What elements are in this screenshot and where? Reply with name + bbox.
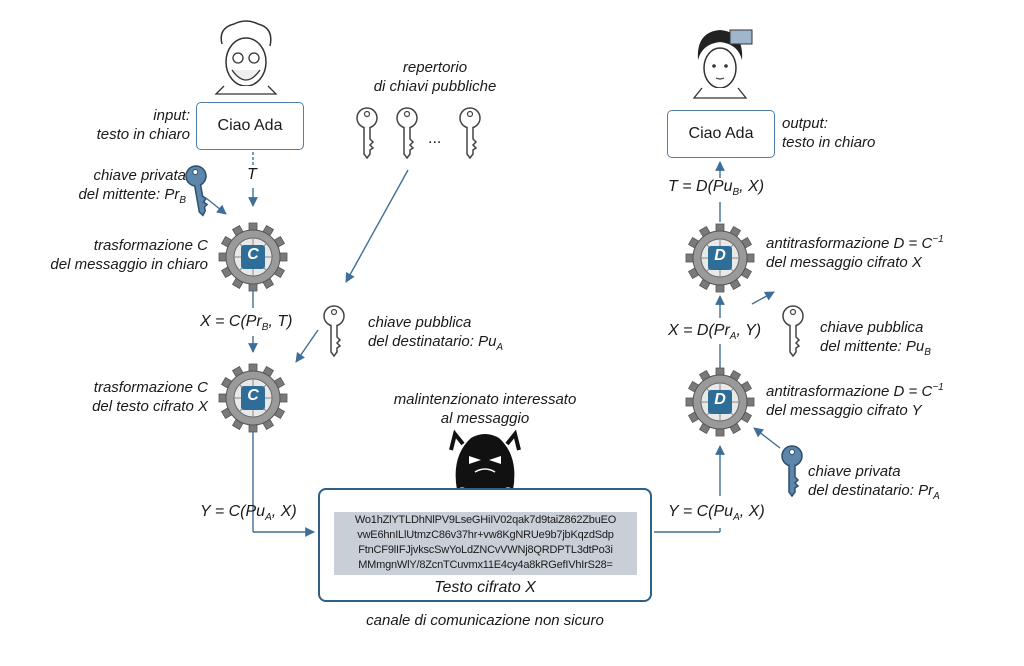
gear-letter-d-2: D [714,391,726,408]
y-formula-receiver-sub: A [733,512,740,524]
antitransform2-label-line-2: del messaggio cifrato Y [766,402,922,419]
recipient-public-key-label-line-2: del destinatario: Pu [368,333,497,350]
x-formula-sender: X = C(PrB, T) [200,313,292,333]
antitransform1-label-line-1: antitrasformazione D = C [766,235,933,252]
x-formula-sender-pre: X = C(Pr [200,313,262,330]
transform1-label-line-1: trasformazione C [93,237,208,254]
sender-public-key-label: chiave pubblica del mittente: PuB [820,318,1000,362]
recipient-public-key-label-line-1: chiave pubblica [368,314,472,331]
t-label: T [247,166,257,183]
transform2-label-line-1: trasformazione C [93,379,208,396]
output-label-line-2: testo in chiaro [782,134,876,151]
receiver-private-key-icon [781,445,803,497]
antitransform1-sup: −1 [932,234,944,245]
x-formula-receiver-pre: X = D(Pr [668,322,730,339]
receiver-private-key-label-line-1: chiave privata [808,463,901,480]
y-formula-receiver: Y = C(PuA, X) [668,503,765,523]
sender-private-key-icon [183,163,214,218]
gear-letter-c-2: C [247,387,259,404]
antitransform2-label: antitrasformazione D = C−1 del messaggio… [766,378,996,420]
receiver-private-key-label: chiave privata del destinatario: PrA [808,462,1008,506]
plaintext-input-box: Ciao Ada [196,102,304,150]
ciphertext-caption: Testo cifrato X [434,579,536,596]
plaintext-output-text: Ciao Ada [688,125,754,142]
attacker-label-line-1: malintenzionato interessato [393,391,577,408]
sender-private-key-sub: B [179,195,186,206]
insecure-channel-box: Wo1hZlYTLDhNlPV9LseGHiIV02qak7d9taiZ862Z… [318,488,652,602]
t-formula-receiver-pre: T = D(Pu [668,178,733,195]
attacker-figure-icon [449,429,521,492]
receiver-avatar [692,29,753,99]
x-formula-receiver-post: , Y) [736,322,762,339]
ciphertext-line-3: FtnCF9lIFJjvkscSwYoLdZNCvVWNj8QRDPTL3dtP… [358,544,613,556]
repository-ellipsis: ... [428,130,442,147]
repository-label-line-2: di chiavi pubbliche [373,78,497,95]
transform1-label: trasformazione C del messaggio in chiaro [4,236,208,274]
x-formula-receiver: X = D(PrA, Y) [668,322,761,342]
channel-footer: canale di comunicazione non sicuro [366,612,604,629]
output-label: output: testo in chiaro [782,114,912,152]
y-formula-sender-post: , X) [271,503,297,520]
input-label-line-2: testo in chiaro [96,126,190,143]
plaintext-output-box: Ciao Ada [667,110,775,158]
t-formula-receiver: T = D(PuB, X) [668,178,764,198]
gear-letter-c-1: C [247,246,259,263]
attacker-label: malintenzionato interessato al messaggio [360,390,610,428]
ciphertext-block: Wo1hZlYTLDhNlPV9LseGHiIV02qak7d9taiZ862Z… [334,512,637,575]
receiver-private-key-sub: A [933,491,940,502]
transform2-label-line-2: del testo cifrato X [92,398,208,415]
gear-letter-d-1: D [714,247,726,264]
recipient-public-key-sub: A [496,342,504,353]
sender-avatar [214,20,278,95]
antitransform1-label: antitrasformazione D = C−1 del messaggio… [766,230,996,272]
sender-public-key-sub: B [924,347,931,358]
x-formula-sender-post: , T) [268,313,293,330]
ciphertext-line-2: vwE6hnILlUtmzC86v37hr+vw8KgNRUe9b7jbKqzd… [357,529,614,541]
sender-private-key-label-line-2: del mittente: Pr [78,186,180,203]
ciphertext-line-1: Wo1hZlYTLDhNlPV9LseGHiIV02qak7d9taiZ862Z… [354,514,617,526]
ciphertext-line-4: MMmgnWlY/8ZcnTCuvmx11E4cy4a8kRGefIVhIrS2… [358,559,613,571]
repository-key-icon-2 [396,107,418,159]
repository-label: repertorio di chiavi pubbliche [360,58,510,96]
sender-private-key-label-line-1: chiave privata [93,167,186,184]
recipient-public-key-icon [323,305,345,357]
repository-label-line-1: repertorio [402,59,468,76]
sender-private-key-label: chiave privata del mittente: PrB [10,166,186,210]
antitransform2-label-line-1: antitrasformazione D = C [766,383,933,400]
plaintext-input-text: Ciao Ada [217,117,283,134]
y-formula-sender-pre: Y = C(Pu [200,503,266,520]
output-label-line-1: output: [782,115,828,132]
sender-public-key-label-line-1: chiave pubblica [820,319,924,336]
sender-public-key-label-line-2: del mittente: Pu [820,338,925,355]
repository-key-icon-3 [459,107,481,159]
input-label-line-1: input: [153,107,190,124]
t-formula-receiver-sub: B [732,187,740,199]
repository-key-icon-1 [356,107,378,159]
antitransform2-sup: −1 [932,382,944,393]
antitransform1-label-line-2: del messaggio cifrato X [766,254,922,271]
recipient-public-key-label: chiave pubblica del destinatario: PuA [368,313,568,357]
y-formula-receiver-post: , X) [739,503,765,520]
y-formula-sender: Y = C(PuA, X) [200,503,297,523]
receiver-private-key-label-line-2: del destinatario: Pr [808,482,934,499]
y-formula-receiver-pre: Y = C(Pu [668,503,734,520]
transform2-label: trasformazione C del testo cifrato X [30,378,208,416]
sender-public-key-icon [782,305,804,357]
y-formula-sender-sub: A [265,512,272,524]
input-label: input: testo in chiaro [60,106,190,144]
x-formula-receiver-sub: A [729,331,737,343]
attacker-label-line-2: al messaggio [440,410,530,427]
transform1-label-line-2: del messaggio in chiaro [50,256,208,273]
x-formula-sender-sub: B [261,322,269,334]
t-formula-receiver-post: , X) [739,178,765,195]
